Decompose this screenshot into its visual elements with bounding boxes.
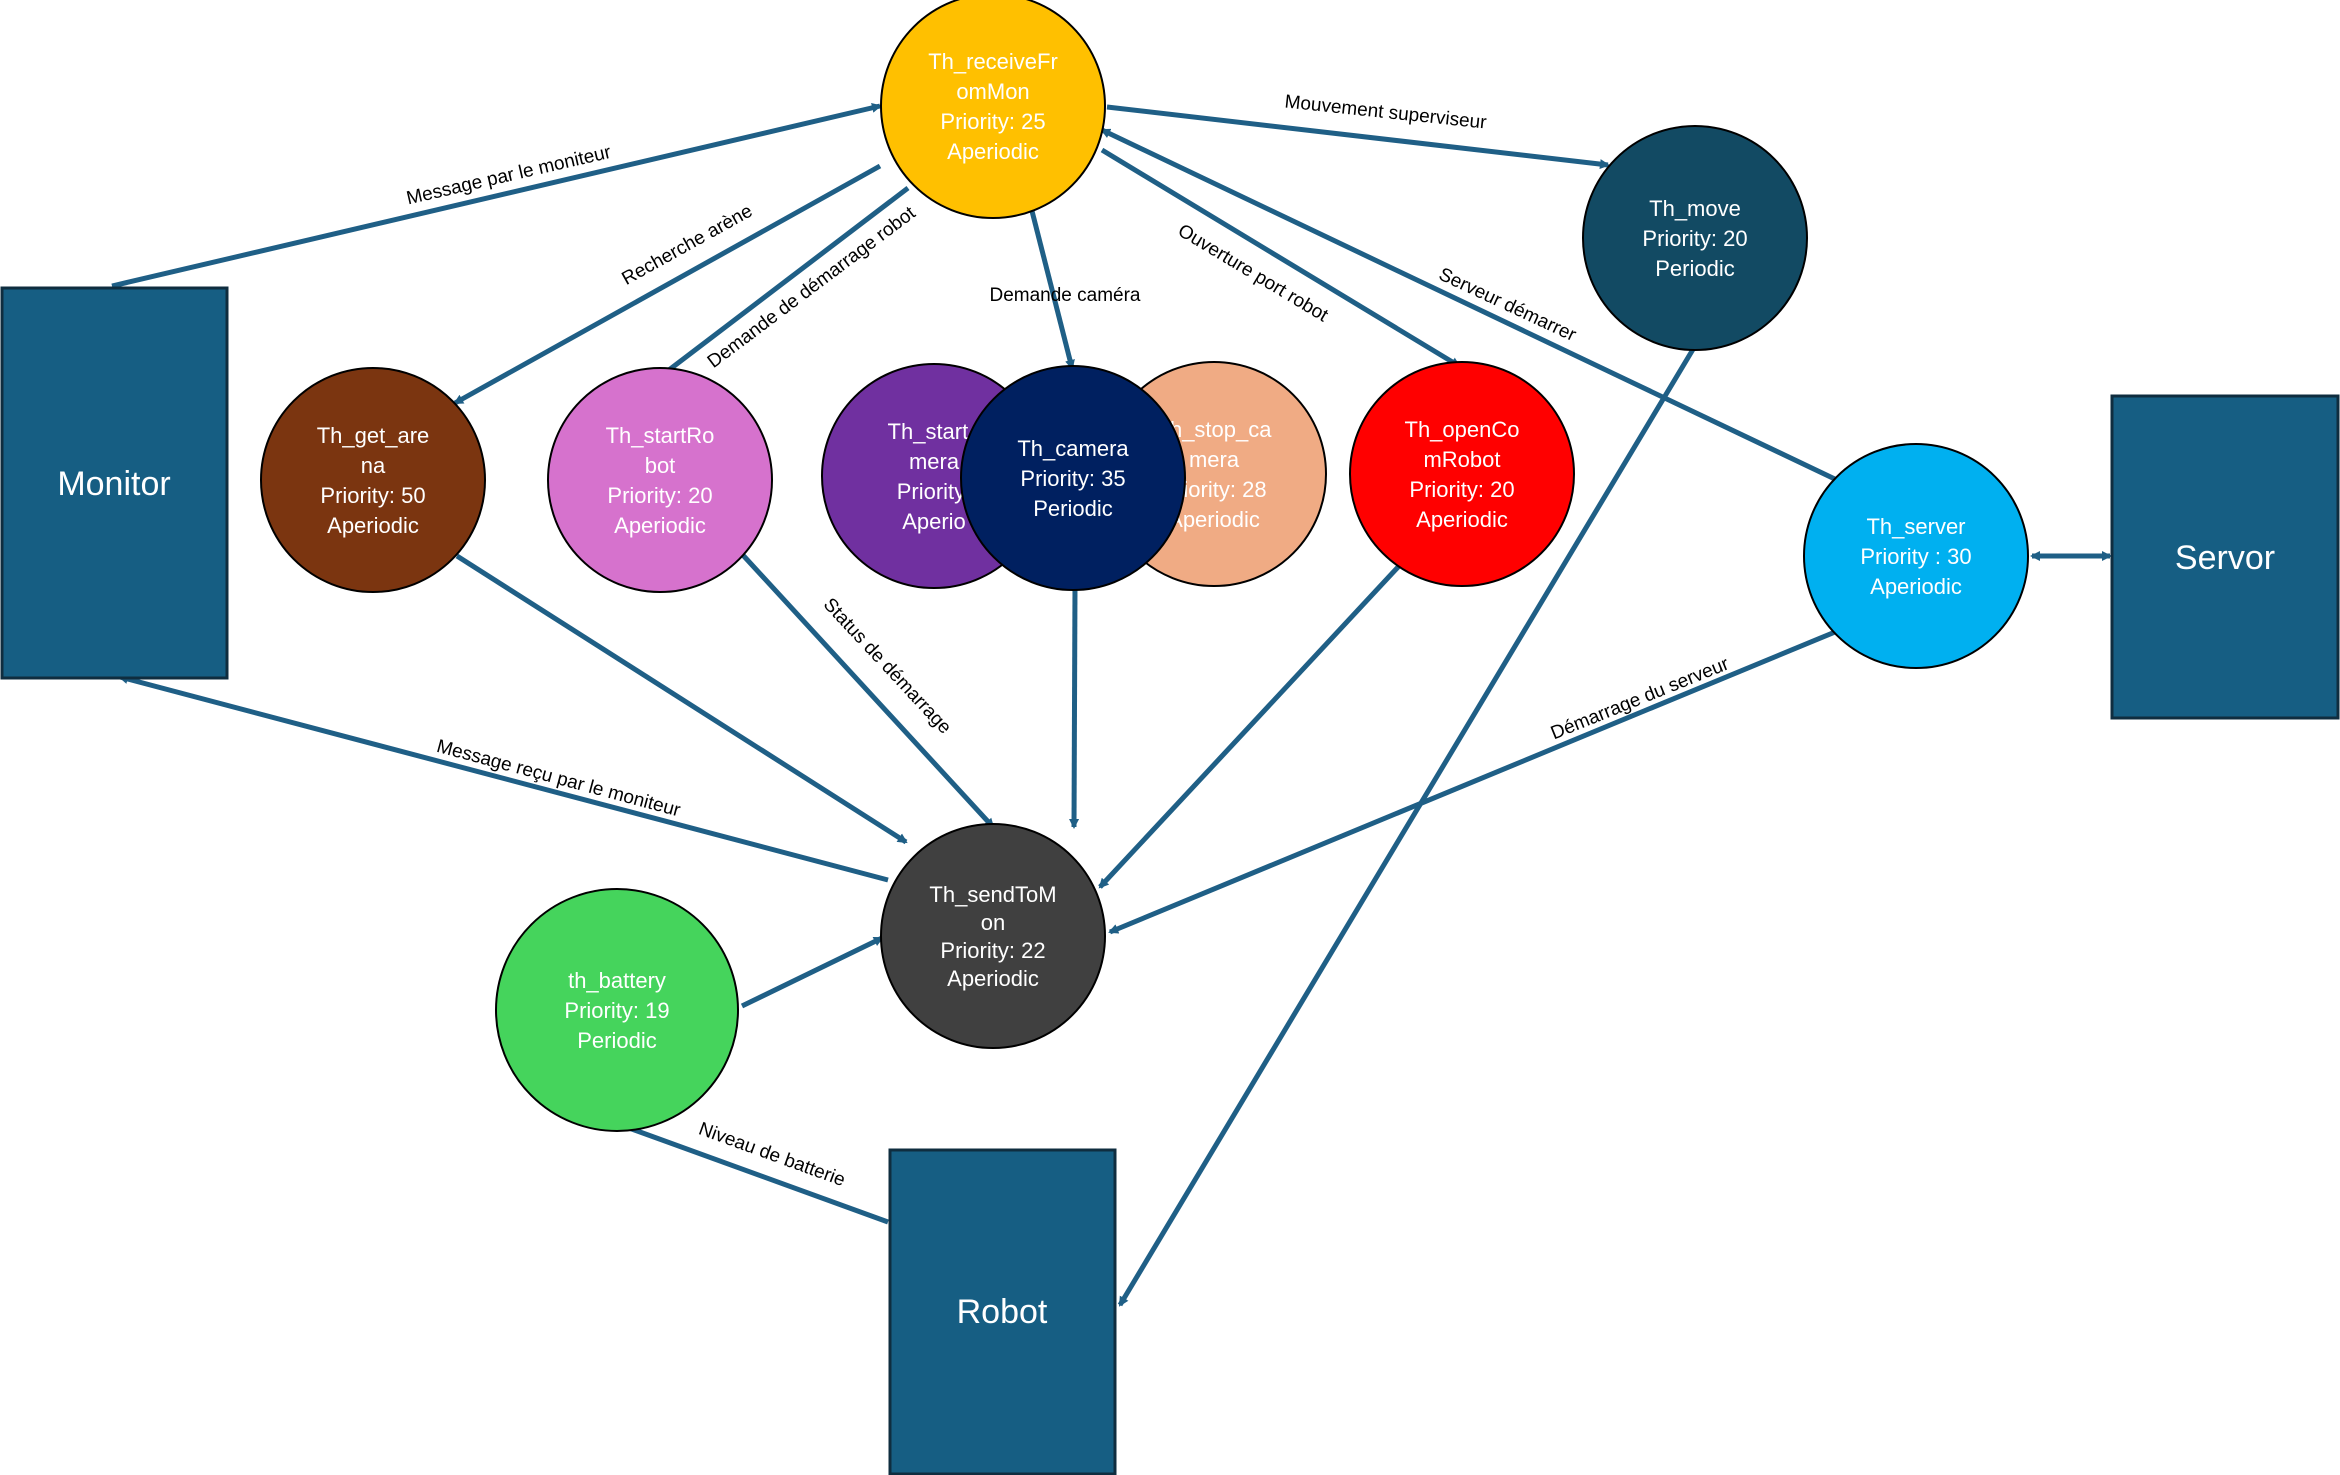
node-th-camera-line-2: Priority: 35 <box>1020 466 1125 491</box>
node-th-receive-from-mon-line-4: Aperiodic <box>947 139 1039 164</box>
node-th-send-to-mon-line-3: Priority: 22 <box>940 938 1045 963</box>
node-th-battery-line-1: th_battery <box>568 968 666 993</box>
edge-receive-to-move <box>1106 104 1610 170</box>
node-th-camera-line-3: Periodic <box>1033 496 1112 521</box>
node-th-stop-camera-line-4: Aperiodic <box>1168 507 1260 532</box>
node-th-open-com-robot-circle <box>1349 361 1575 587</box>
node-th-send-to-mon-line-1: Th_sendToM <box>929 882 1056 907</box>
box-robot: Robot <box>888 1148 1117 1475</box>
node-th-camera-circle <box>960 365 1186 591</box>
node-th-get-arena-line-3: Priority: 50 <box>320 483 425 508</box>
node-th-start-camera-line-4: Aperio <box>902 509 966 534</box>
node-th-stop-camera-line-2: mera <box>1189 447 1240 472</box>
edge-move-to-robot <box>1117 344 1698 1307</box>
edge-monitor-to-receive <box>111 102 882 289</box>
edge-label-status-de-demarrage: Status de démarrage <box>819 594 955 738</box>
node-th-start-robot-line-3: Priority: 20 <box>607 483 712 508</box>
edge-receive-to-open-com <box>1100 147 1461 369</box>
edge-open-com-to-send <box>1098 564 1401 889</box>
node-th-start-robot-line-2: bot <box>645 453 676 478</box>
node-th-camera-line-1: Th_camera <box>1017 436 1129 461</box>
edge-server-to-receive <box>1100 127 1841 484</box>
node-th-move-line-3: Periodic <box>1655 256 1734 281</box>
box-monitor: Monitor <box>0 286 229 680</box>
node-th-server-line-3: Aperiodic <box>1870 574 1962 599</box>
node-th-receive-from-mon-line-3: Priority: 25 <box>940 109 1045 134</box>
node-th-server-circle <box>1803 443 2029 669</box>
node-th-move-line-2: Priority: 20 <box>1642 226 1747 251</box>
node-th-start-robot-line-1: Th_startRo <box>606 423 715 448</box>
node-th-send-to-mon-line-2: on <box>981 910 1005 935</box>
node-th-receive-from-mon-line-2: omMon <box>956 79 1029 104</box>
node-th-battery-line-2: Priority: 19 <box>564 998 669 1023</box>
edge-label-message-recu-par-le-moniteur: Message reçu par le moniteur <box>434 736 683 822</box>
edge-server-to-send <box>1108 629 1836 935</box>
node-th-battery-line-3: Periodic <box>577 1028 656 1053</box>
node-th-send-to-mon-line-4: Aperiodic <box>947 966 1039 991</box>
node-th-battery-circle <box>495 888 739 1132</box>
edge-label-demarrage-du-serveur: Démarrage du serveur <box>1548 653 1733 744</box>
node-th-move-line-1: Th_move <box>1649 196 1741 221</box>
edge-robot-to-battery <box>616 1121 889 1225</box>
node-th-move-circle <box>1582 125 1808 351</box>
node-th-open-com-robot-line-1: Th_openCo <box>1405 417 1520 442</box>
node-th-get-arena-line-4: Aperiodic <box>327 513 419 538</box>
node-th-start-camera-line-2: mera <box>909 449 960 474</box>
node-th-get-arena-circle <box>260 367 486 593</box>
node-th-start-camera-line-1: Th_start_ <box>888 419 982 444</box>
edge-start-robot-to-send <box>739 551 995 829</box>
edge-receive-to-get-arena <box>453 163 882 406</box>
node-th-open-com-robot-line-2: mRobot <box>1423 447 1500 472</box>
edge-label-demande-camera: Demande caméra <box>989 285 1140 306</box>
edge-label-mouvement-superviseur: Mouvement superviseur <box>1284 91 1489 133</box>
node-th-send-to-mon-circle <box>880 823 1106 1049</box>
node-th-open-com-robot-line-4: Aperiodic <box>1416 507 1508 532</box>
node-th-receive-from-mon-line-1: Th_receiveFr <box>928 49 1058 74</box>
node-th-start-robot-line-4: Aperiodic <box>614 513 706 538</box>
edge-send-to-monitor <box>118 674 889 883</box>
edge-get-arena-to-send <box>455 553 908 845</box>
edge-battery-to-send <box>740 935 884 1009</box>
node-th-start-robot-circle <box>547 367 773 593</box>
node-th-start-camera-line-3: Priority: <box>897 479 972 504</box>
edge-receive-to-camera <box>1029 210 1075 370</box>
box-servor-label: Servor <box>2175 539 2275 577</box>
box-monitor-label: Monitor <box>57 465 170 503</box>
box-robot-label: Robot <box>957 1293 1048 1331</box>
edge-receive-to-start-robot <box>659 186 910 378</box>
node-th-get-arena-line-1: Th_get_are <box>317 423 430 448</box>
node-th-server-line-1: Th_server <box>1866 514 1965 539</box>
node-th-server-line-2: Priority : 30 <box>1860 544 1971 569</box>
edge-camera-to-send <box>1069 585 1080 829</box>
node-th-receive-from-mon-circle <box>880 0 1106 219</box>
box-servor: Servor <box>2110 394 2340 720</box>
node-th-get-arena-line-2: na <box>361 453 386 478</box>
node-th-open-com-robot-line-3: Priority: 20 <box>1409 477 1514 502</box>
edge-label-serveur-demarrer: Serveur démarrer <box>1435 264 1579 346</box>
